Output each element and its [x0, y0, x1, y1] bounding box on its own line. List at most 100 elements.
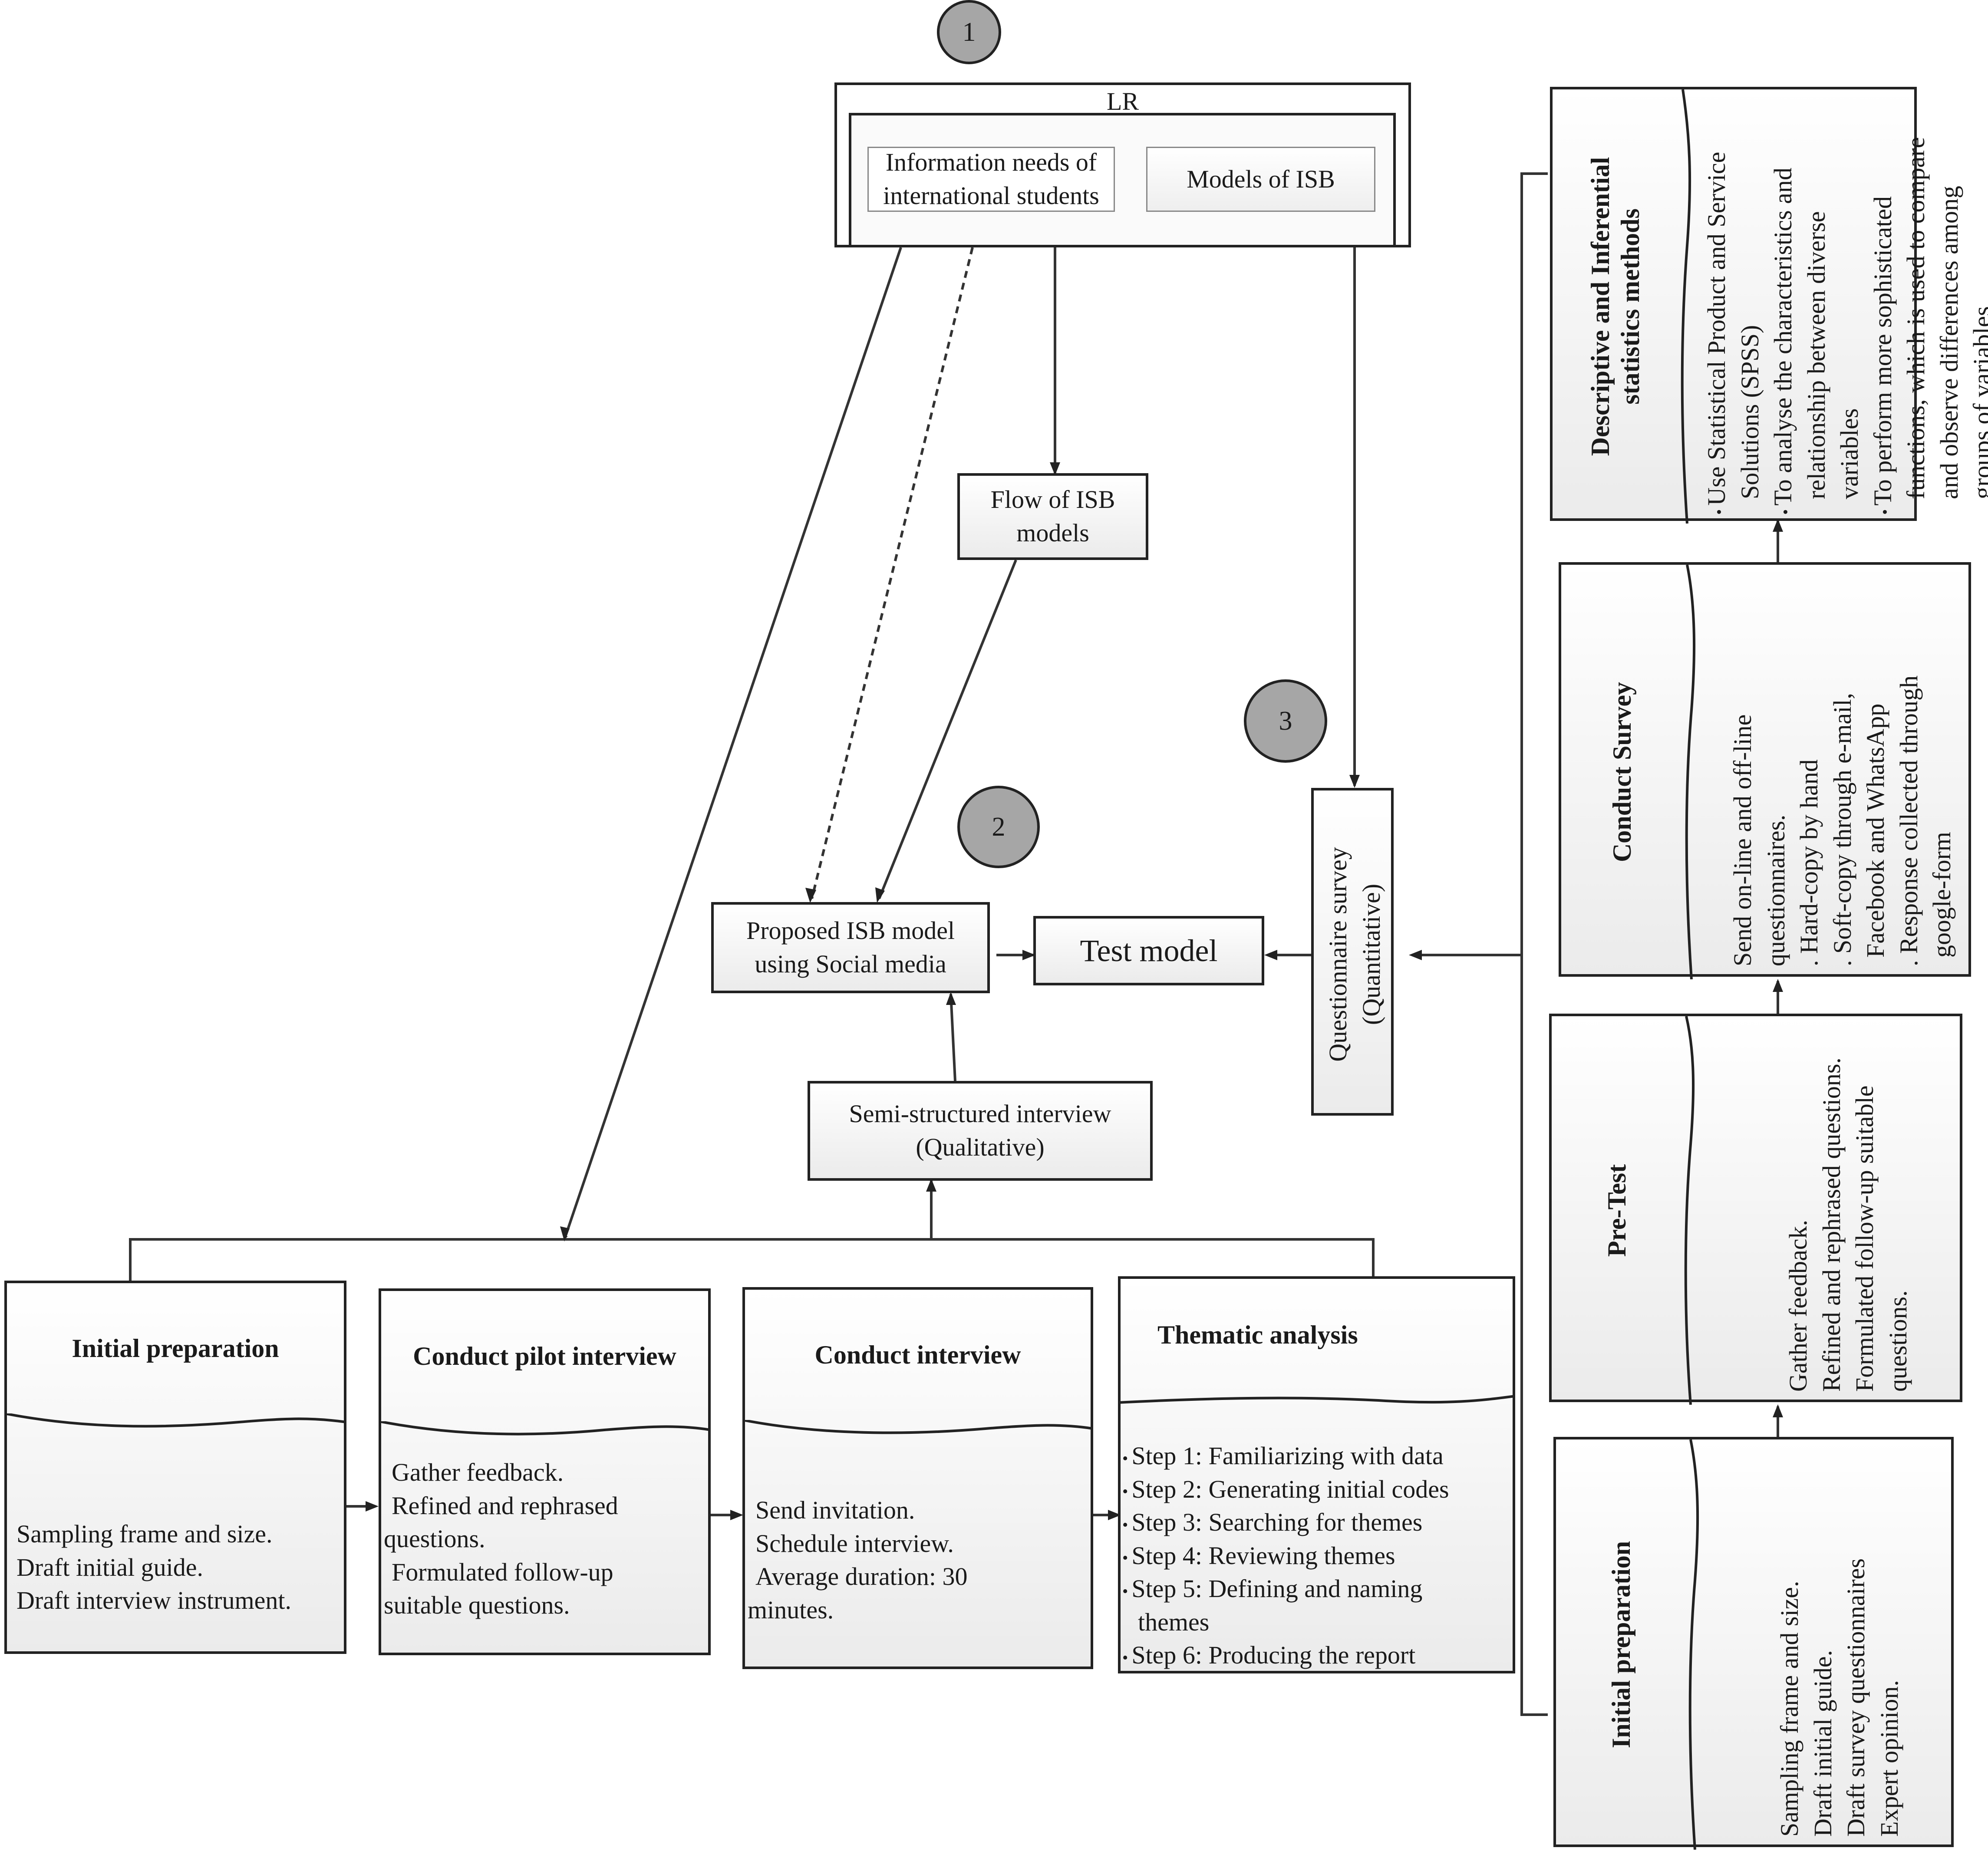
step-circle-2: 2 [957, 786, 1040, 868]
quant-descriptive-body: Use Statistical Product and Service Solu… [1700, 137, 1988, 515]
quant-survey-title: Conduct Survey [1607, 682, 1636, 863]
qual-initial-prep-title: Initial preparation [72, 1334, 279, 1363]
qual-thematic-body: Step 1: Familiarizing with data Step 2: … [1122, 1439, 1449, 1672]
qual-interview-line: minutes. [748, 1595, 834, 1624]
quant-descriptive-wave [1681, 89, 1691, 524]
arrowhead-questionnaire [1349, 775, 1360, 788]
quant-initial-prep-line: Draft survey questionnaires [1842, 1558, 1870, 1837]
qual-pilot-title: Conduct pilot interview [413, 1341, 676, 1370]
quant-initial-prep-line: Sampling frame and size. [1775, 1581, 1803, 1837]
arrowhead-questionnaire-left [1409, 950, 1422, 960]
arrowhead-proposed-dashed [805, 888, 816, 903]
quant-pretest-wave [1684, 1016, 1695, 1405]
qual-thematic-step: Step 4: Reviewing themes [1122, 1539, 1449, 1573]
arrowhead-proposed [875, 887, 885, 903]
arrowhead-bracket-semi [926, 1179, 936, 1192]
qual-interview-wave [742, 1420, 1093, 1434]
quant-survey-line: questionnaires. [1761, 814, 1790, 966]
quant-descriptive-title: Descriptive and Inferential statistics m… [1586, 157, 1645, 456]
quant-descriptive-line: Solutions (SPSS) [1735, 325, 1764, 499]
qual-interview-line: Average duration: 30 [755, 1562, 968, 1591]
flow-isb-text: Flow of ISB models [990, 485, 1115, 547]
qual-pilot-line: Refined and rephrased [392, 1491, 618, 1520]
qual-pilot-line: questions. [384, 1525, 485, 1553]
qual-pilot-line: Formulated follow-up [392, 1558, 613, 1586]
quant-pretest-body: Gather feedback. Refined and rephrased q… [1782, 1057, 1915, 1392]
qual-initial-prep-line: Draft interview instrument. [16, 1586, 291, 1615]
quant-pretest-line: Refined and rephrased questions. [1817, 1057, 1846, 1392]
qual-initial-prep-body: Sampling frame and size. Draft initial g… [16, 1518, 291, 1617]
qual-interview-line: Send invitation. [755, 1496, 915, 1524]
arrow-lr-to-qual [563, 247, 902, 1240]
lr-label: LR [1106, 87, 1139, 115]
models-isb-text: Models of ISB [1187, 165, 1335, 193]
quant-pretest-title: Pre-Test [1602, 1164, 1631, 1257]
arrow-flow-to-proposed [878, 559, 1017, 899]
qual-thematic-step-cont: themes [1138, 1607, 1210, 1636]
quant-pretest-rotated: Pre-Test Gather feedback. Refined and re… [1552, 1016, 1965, 1405]
step-circle-2-label: 2 [992, 812, 1006, 842]
questionnaire-text-wrap: Questionnaire survey (Quantitative) [1314, 790, 1396, 1118]
questionnaire-text: Questionnaire survey (Quantitative) [1324, 847, 1385, 1062]
qual-initial-prep-line: Sampling frame and size. [16, 1520, 273, 1548]
step-circle-1: 1 [937, 0, 1001, 64]
arrowhead-flow [1050, 462, 1060, 475]
arrowhead-quant-3-4 [1773, 519, 1783, 532]
quant-initial-prep-wave [1688, 1439, 1699, 1850]
quant-descriptive-line: To analyse the characteristics and [1767, 137, 1800, 515]
quant-descriptive-line: To perform more sophisticated [1866, 137, 1900, 515]
qual-thematic-step: Step 6: Producing the report [1122, 1639, 1449, 1672]
qual-pilot-line: Gather feedback. [392, 1458, 564, 1486]
questionnaire-box: Questionnaire survey (Quantitative) [1311, 788, 1394, 1116]
quant-survey-line: . Soft-copy through e-mail, [1828, 693, 1856, 966]
quant-descriptive-line: variables [1835, 408, 1864, 499]
quant-pretest-line: Formulated follow-up suitable [1850, 1085, 1879, 1392]
test-model-text: Test model [1080, 933, 1218, 968]
quant-descriptive-line: Use Statistical Product and Service [1700, 137, 1734, 515]
arrowhead-test-right [1264, 950, 1277, 960]
quant-survey-line: google-form [1928, 832, 1956, 958]
qual-thematic-step: Step 3: Searching for themes [1122, 1506, 1449, 1539]
quant-initial-prep-body: Sampling frame and size. Draft initial g… [1773, 1558, 1906, 1837]
qual-initial-prep-line: Draft initial guide. [16, 1553, 204, 1581]
info-needs-box: Information needs of international stude… [867, 147, 1115, 212]
quant-pretest-box: Pre-Test Gather feedback. Refined and re… [1549, 1014, 1965, 1405]
quant-descriptive-rotated: Descriptive and Inferential statistics m… [1553, 89, 1988, 524]
arrowhead-test-left [1022, 950, 1035, 960]
semi-structured-box: Semi-structured interview (Qualitative) [808, 1081, 1153, 1181]
proposed-model-text: Proposed ISB model using Social media [746, 916, 955, 978]
quant-initial-prep-title: Initial preparation [1606, 1541, 1635, 1749]
quant-survey-line: Facebook and WhatsApp [1861, 703, 1890, 958]
quant-initial-prep-rotated: Initial preparation Sampling frame and s… [1556, 1439, 1956, 1850]
quant-pretest-line: questions. [1883, 1290, 1912, 1392]
qual-pilot-line: suitable questions. [384, 1591, 570, 1620]
quant-pretest-line: Gather feedback. [1784, 1219, 1812, 1392]
quant-descriptive-title-wrap: Descriptive and Inferential statistics m… [1553, 89, 1678, 524]
qual-thematic-step: Step 5: Defining and naming [1122, 1572, 1449, 1606]
qual-initial-prep-wave [4, 1413, 346, 1428]
arrowhead-qual-2-3 [730, 1510, 743, 1520]
qual-interview-body: Send invitation. Schedule interview. Ave… [748, 1494, 968, 1627]
test-model-box: Test model [1033, 916, 1264, 985]
qual-thematic-box: Thematic analysis Step 1: Familiarizing … [1118, 1276, 1515, 1673]
qual-interview-line: Schedule interview. [755, 1529, 954, 1558]
qual-bracket [129, 1238, 1375, 1281]
quant-survey-line: Send on-line and off-line [1728, 714, 1757, 966]
models-isb-box: Models of ISB [1146, 147, 1375, 212]
qual-pilot-box: Conduct pilot interview Gather feedback.… [379, 1288, 711, 1655]
quant-bracket [1520, 172, 1548, 1716]
quant-survey-line: . Hard-copy by hand [1795, 759, 1823, 966]
step-circle-1-label: 1 [962, 17, 976, 47]
arrowhead-quant-2-3 [1773, 979, 1783, 992]
arrow-lr-to-proposed-dashed [811, 247, 974, 899]
quant-initial-prep-line: Expert opinion. [1875, 1680, 1903, 1837]
quant-descriptive-line: groups of variables [1968, 306, 1988, 499]
qual-pilot-body: Gather feedback. Refined and rephrased q… [384, 1456, 618, 1622]
quant-descriptive-box: Descriptive and Inferential statistics m… [1550, 87, 1988, 524]
quant-survey-box: Conduct Survey Send on-line and off-line… [1559, 562, 1971, 979]
proposed-model-box: Proposed ISB model using Social media [711, 902, 990, 993]
quant-survey-line: . Response collected through [1894, 675, 1923, 966]
qual-thematic-step: Step 1: Familiarizing with data [1122, 1439, 1449, 1473]
